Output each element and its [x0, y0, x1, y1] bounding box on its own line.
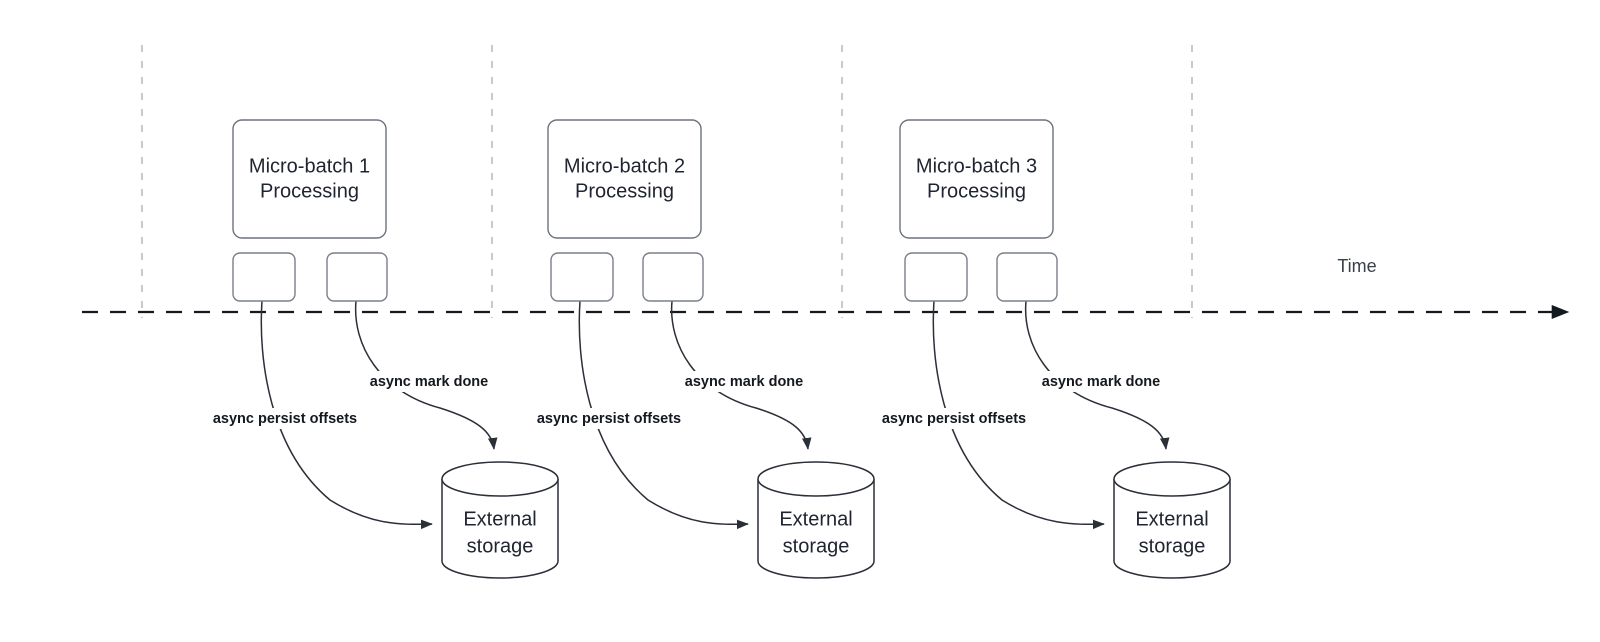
external-storage-2-line2: storage — [783, 535, 850, 557]
edge-async-mark-done-3 — [1024, 300, 1170, 450]
edge-label-bg-markdone-1 — [360, 371, 500, 392]
external-storage-3-line2: storage — [1139, 535, 1206, 557]
edge-async-mark-done-2 — [670, 300, 812, 450]
external-storage-3-line1: External — [1135, 508, 1208, 530]
micro-batch-1-title-line1: Micro-batch 1 — [249, 155, 370, 177]
time-axis-label: Time — [1337, 256, 1376, 276]
micro-batch-3-title-line1: Micro-batch 3 — [916, 155, 1037, 177]
external-storage-2-line1: External — [779, 508, 852, 530]
edge-async-mark-done-1 — [354, 300, 498, 450]
external-storage-2-top — [757, 461, 875, 497]
external-storage-1-line1: External — [463, 508, 536, 530]
edge-label-bg-markdone-3 — [1031, 371, 1171, 392]
micro-batch-3-box[interactable] — [899, 119, 1054, 239]
external-storage-1-line2: storage — [467, 535, 534, 557]
mark-done-task-1[interactable] — [326, 252, 388, 302]
micro-batch-2-title-line1: Micro-batch 2 — [564, 155, 685, 177]
edge-async-persist-offsets-2 — [578, 300, 749, 530]
external-storage-2-body[interactable] — [757, 479, 875, 579]
micro-batch-1-title-line2: Processing — [260, 180, 359, 202]
mark-done-task-3[interactable] — [996, 252, 1058, 302]
micro-batch-2-box[interactable] — [547, 119, 702, 239]
persist-offsets-task-3[interactable] — [904, 252, 968, 302]
micro-batch-group-1: Micro-batch 1 Processing async persist o… — [196, 119, 559, 579]
edge-async-persist-offsets-1 — [260, 300, 433, 530]
edge-label-bg-persist-3 — [865, 408, 1045, 429]
mark-done-task-2[interactable] — [642, 252, 704, 302]
edge-label-async-persist-offsets-3: async persist offsets — [882, 411, 1026, 427]
edge-label-async-mark-done-1: async mark done — [370, 374, 488, 390]
micro-batch-3-title-line2: Processing — [927, 180, 1026, 202]
external-storage-1-top — [441, 461, 559, 497]
micro-batch-group-3: Micro-batch 3 Processing async persist o… — [865, 119, 1231, 579]
external-storage-3-body[interactable] — [1113, 479, 1231, 579]
edge-label-async-persist-offsets-2: async persist offsets — [537, 411, 681, 427]
edge-async-persist-offsets-3 — [932, 300, 1105, 530]
edge-label-async-mark-done-3: async mark done — [1042, 374, 1160, 390]
edge-label-async-persist-offsets-1: async persist offsets — [213, 411, 357, 427]
persist-offsets-task-1[interactable] — [232, 252, 296, 302]
micro-batch-2-title-line2: Processing — [575, 180, 674, 202]
edge-label-bg-persist-1 — [196, 408, 376, 429]
persist-offsets-task-2[interactable] — [550, 252, 614, 302]
micro-batch-group-2: Micro-batch 2 Processing async persist o… — [520, 119, 875, 579]
external-storage-3-top — [1113, 461, 1231, 497]
edge-label-bg-persist-2 — [520, 408, 700, 429]
timeline-tick-lines — [141, 45, 1193, 318]
edge-label-async-mark-done-2: async mark done — [685, 374, 803, 390]
external-storage-1-body[interactable] — [441, 479, 559, 579]
micro-batch-1-box[interactable] — [232, 119, 387, 239]
edge-label-bg-markdone-2 — [674, 371, 814, 392]
